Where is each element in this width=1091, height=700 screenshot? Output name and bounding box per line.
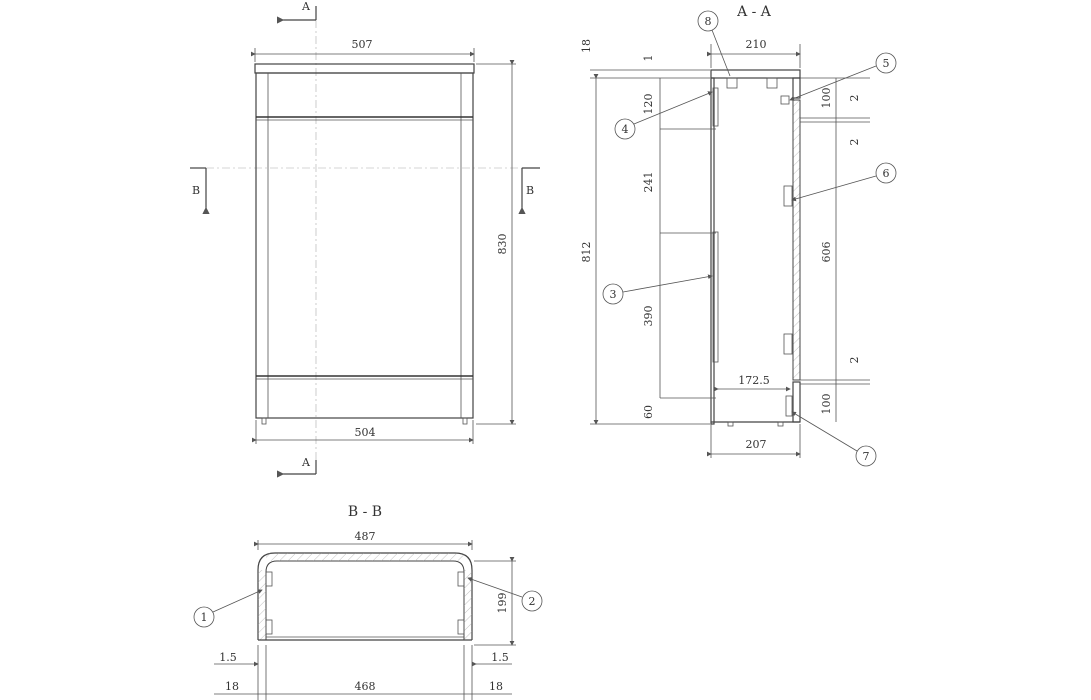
dim-gap-a: 2 [848, 95, 861, 102]
dim-top-thickness: 18 [580, 39, 593, 53]
callout-8: 8 [697, 10, 731, 77]
dim-gap-b: 2 [848, 139, 861, 146]
callout-4: 4 [614, 91, 713, 140]
dim-outer-width: 487 [355, 530, 376, 543]
svg-text:6: 6 [883, 167, 890, 180]
callout-5: 5 [789, 52, 897, 101]
section-bb: B - B 487 199 1.5 1.5 [193, 504, 543, 700]
dim-door-height: 606 [820, 242, 833, 263]
svg-text:7: 7 [863, 450, 870, 463]
svg-text:4: 4 [622, 123, 629, 136]
worktop-outline [254, 63, 475, 74]
dim-total-height: 812 [580, 242, 593, 263]
cut-a-bottom-label: A [301, 456, 311, 469]
dim-gap-c: 2 [848, 357, 861, 364]
callout-7: 7 [791, 411, 877, 467]
svg-text:8: 8 [705, 15, 712, 28]
svg-text:2: 2 [529, 595, 536, 608]
cut-b-left-label: B [192, 184, 200, 197]
dim-bottom-rail: 100 [820, 394, 833, 415]
section-aa: A - A 172.5 210 [580, 4, 897, 467]
callout-1: 1 [193, 589, 263, 628]
dim-width-top: 507 [352, 38, 373, 51]
dim-top-gap: 1 [642, 55, 655, 62]
dim-gap-right: 1.5 [491, 651, 509, 664]
dim-inner-depth: 172.5 [738, 374, 770, 387]
dim-seg-390: 390 [642, 306, 655, 327]
carcass-outline [255, 72, 474, 419]
dim-gap-left: 1.5 [219, 651, 237, 664]
dim-seg-120: 120 [642, 94, 655, 115]
svg-text:5: 5 [883, 57, 890, 70]
dim-width-bottom: 504 [355, 426, 376, 439]
dim-seg-60: 60 [642, 405, 655, 419]
section-bb-title: B - B [348, 504, 382, 520]
dim-seg-241: 241 [642, 172, 655, 193]
callout-2: 2 [467, 577, 543, 612]
svg-text:3: 3 [610, 288, 617, 301]
dim-side-left: 18 [225, 680, 239, 693]
callout-6: 6 [791, 162, 897, 202]
dim-top-rail: 100 [820, 88, 833, 109]
section-aa-title: A - A [736, 4, 772, 20]
dim-depth: 199 [496, 593, 509, 614]
dim-depth-top: 210 [746, 38, 767, 51]
dim-height: 830 [496, 234, 509, 255]
dim-depth-bottom: 207 [746, 438, 767, 451]
cut-a-top-label: A [301, 0, 311, 13]
cut-b-right-label: B [526, 184, 534, 197]
callout-3: 3 [602, 274, 713, 305]
dim-inner-width: 468 [355, 680, 376, 693]
front-view: 507 504 830 A A B B [190, 0, 540, 478]
svg-text:1: 1 [201, 611, 208, 624]
dim-side-right: 18 [489, 680, 503, 693]
